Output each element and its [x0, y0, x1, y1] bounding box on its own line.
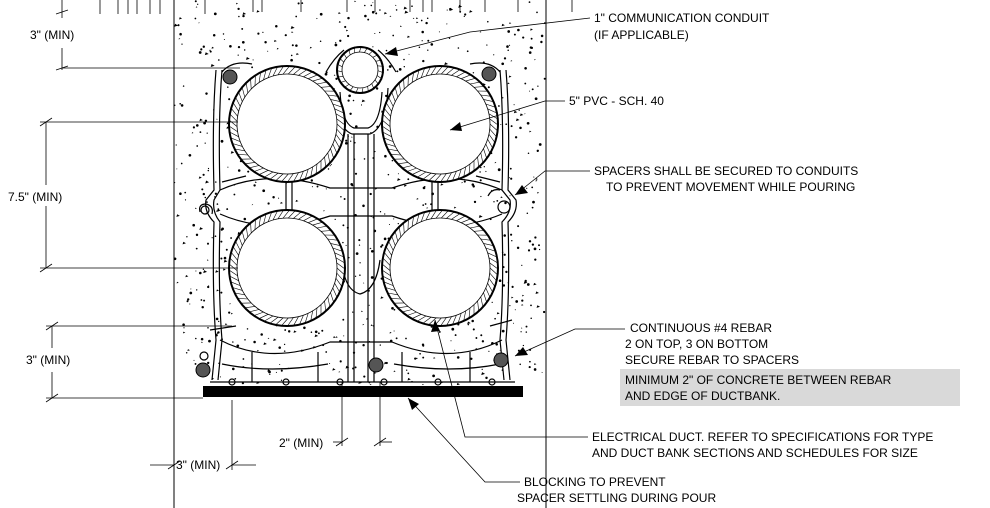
dimension-lines — [39, 0, 392, 470]
note-highlight — [620, 369, 960, 406]
callout-duct-line1: ELECTRICAL DUCT. REFER TO SPECIFICATIONS… — [592, 430, 933, 444]
rebar-bottom-right — [493, 352, 509, 368]
conduit-top-left — [228, 65, 346, 183]
rebar-bars — [195, 66, 509, 378]
callout-note-line2: AND EDGE OF DUCTBANK. — [625, 389, 780, 403]
dimension-texts: 3" (MIN) 7.5" (MIN) 3" (MIN) 2" (MIN) 3"… — [8, 28, 323, 472]
rebar-bottom-center — [368, 357, 384, 373]
callout-note-line1: MINIMUM 2" OF CONCRETE BETWEEN REBAR — [625, 373, 892, 387]
leader-lines — [384, 17, 625, 483]
dim-top-cover: 3" (MIN) — [30, 28, 74, 42]
callout-rebar-line2: 2 ON TOP, 3 ON BOTTOM — [625, 337, 768, 351]
callout-spacers-line2: TO PREVENT MOVEMENT WHILE POURING — [606, 180, 855, 194]
communication-conduit — [335, 45, 384, 94]
blocking-bar — [203, 386, 523, 397]
dim-bottom-cover: 3" (MIN) — [26, 353, 70, 367]
top-edge-ticks — [99, 0, 573, 14]
conduit-bottom-right — [381, 209, 499, 327]
callout-comm-line1: 1" COMMUNICATION CONDUIT — [594, 11, 770, 25]
conduit-top-right — [381, 65, 499, 183]
callout-rebar-line1: CONTINUOUS #4 REBAR — [630, 321, 772, 335]
conduit-bottom-left — [228, 209, 346, 327]
rebar-top-left — [222, 69, 238, 85]
callout-texts: 1" COMMUNICATION CONDUIT (IF APPLICABLE)… — [517, 11, 933, 505]
rebar-bottom-left — [195, 362, 211, 378]
dim-side-cover: 3" (MIN) — [176, 458, 220, 472]
callout-blocking-line2: SPACER SETTLING DURING POUR — [517, 491, 716, 505]
callout-spacers-line1: SPACERS SHALL BE SECURED TO CONDUITS — [594, 164, 858, 178]
dim-pipe-spacing: 7.5" (MIN) — [8, 190, 62, 204]
callout-rebar-line3: SECURE REBAR TO SPACERS — [625, 353, 799, 367]
callout-duct-line2: AND DUCT BANK SECTIONS AND SCHEDULES FOR… — [592, 446, 918, 460]
callout-blocking-line1: BLOCKING TO PREVENT — [524, 475, 666, 489]
rebar-top-right — [481, 66, 497, 82]
callout-pvc: 5" PVC - SCH. 40 — [569, 94, 664, 108]
callout-comm-line2: (IF APPLICABLE) — [594, 28, 689, 42]
dim-pipe-gap: 2" (MIN) — [279, 436, 323, 450]
